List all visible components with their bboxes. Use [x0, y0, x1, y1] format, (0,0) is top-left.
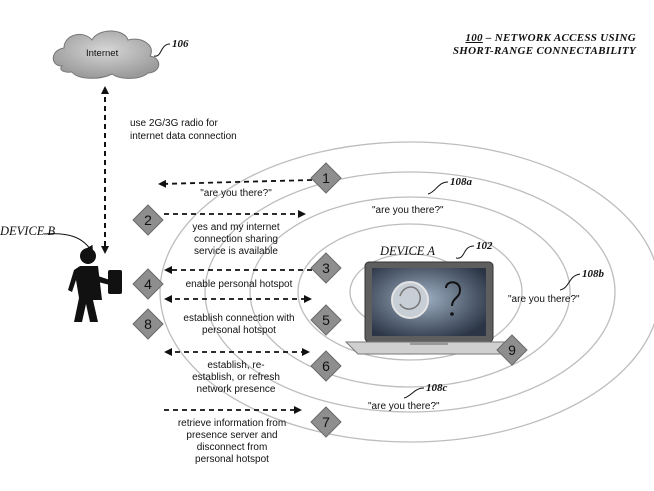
arrow-step-1: [158, 179, 313, 188]
leader-108c: [403, 387, 425, 399]
step-2-line-2: connection sharing: [194, 234, 278, 245]
internet-ref: 106: [172, 38, 189, 50]
step-diamond-shape-5: [310, 304, 342, 336]
range-ellipse-second: [249, 196, 571, 388]
step-7-line-1: retrieve information from: [177, 418, 287, 429]
range-c-text: "are you there?": [368, 401, 440, 412]
radio-link-line1: use 2G/3G radio for: [130, 118, 218, 129]
figure-title-line1: 100 – NETWORK ACCESS USING: [465, 32, 636, 44]
figure-title-line2: SHORT-RANGE CONNECTABILITY: [452, 45, 636, 57]
step-number-9: 9: [508, 342, 516, 358]
leader-108b: [559, 273, 581, 291]
internet-cloud: [52, 30, 160, 79]
step-2-line-1: yes and my internet: [192, 222, 280, 233]
step-diamond-shape-2: [132, 204, 164, 236]
device-b-person-icon: [68, 248, 122, 322]
step-diamond-shape-7: [310, 406, 342, 438]
step-6-line-2: establish, or refresh: [192, 372, 280, 383]
step-number-8: 8: [144, 316, 152, 332]
internet-label: Internet: [86, 48, 119, 59]
range-ellipse-inner: [297, 223, 523, 361]
step-number-2: 2: [144, 212, 152, 228]
step-5-text: establish connection with personal hotsp…: [164, 313, 314, 337]
step-number-6: 6: [322, 358, 330, 374]
leader-108a: [427, 181, 449, 195]
step-diamond-9: 9: [496, 334, 528, 366]
step-3-line-1: enable personal hotspot: [185, 279, 293, 290]
step-2-line-3: service is available: [194, 246, 278, 257]
step-diamond-8: 8: [132, 308, 164, 340]
step-diamond-shape-3: [310, 252, 342, 284]
step-2-text: yes and my internet connection sharing s…: [166, 222, 306, 258]
step-diamond-7: 7: [310, 406, 342, 438]
step-diamond-1: 1: [310, 162, 342, 194]
step-6-text: establish, re- establish, or refresh net…: [166, 360, 306, 396]
range-b-ref: 108b: [582, 268, 604, 280]
step-diamonds: 1 2 3 4 5 6 7 8 9: [132, 162, 528, 438]
figure-title-rest: – NETWORK ACCESS USING: [482, 32, 636, 44]
step-diamond-4: 4: [132, 268, 164, 300]
step-7-line-2: presence server and: [186, 430, 278, 441]
device-a-laptop-icon: [344, 261, 514, 355]
step-diamond-shape-9: [496, 334, 528, 366]
leader-102: [455, 245, 475, 259]
step-5-line-2: personal hotspot: [202, 325, 276, 336]
range-b-text: "are you there?": [508, 294, 580, 305]
device-a-label: DEVICE A: [380, 244, 435, 258]
leader-106: [153, 43, 171, 57]
step-diamond-6: 6: [310, 350, 342, 382]
step-number-4: 4: [144, 276, 152, 292]
device-a-ref: 102: [476, 240, 493, 252]
range-a-ref: 108a: [450, 176, 472, 188]
step-diamond-shape-8: [132, 308, 164, 340]
step-7-line-3: disconnect from: [196, 442, 268, 453]
step-diamond-5: 5: [310, 304, 342, 336]
step-6-line-3: network presence: [196, 384, 276, 395]
figure-number: 100: [465, 32, 483, 44]
range-ellipse-third: [204, 171, 616, 413]
step-5-line-1: establish connection with: [183, 313, 295, 324]
step-number-1: 1: [322, 170, 330, 186]
range-a-text: "are you there?": [372, 205, 444, 216]
radio-link-line2: internet data connection: [130, 131, 237, 142]
step-diamond-shape-4: [132, 268, 164, 300]
step-number-5: 5: [322, 312, 330, 328]
step-number-3: 3: [322, 260, 330, 276]
device-b-label: DEVICE B: [0, 224, 56, 238]
step-1-line-1: "are you there?": [200, 188, 272, 199]
step-diamond-2: 2: [132, 204, 164, 236]
step-3-text: enable personal hotspot: [168, 279, 310, 291]
message-arrows: [158, 179, 313, 414]
range-ellipse-outer: [159, 141, 654, 443]
step-diamond-shape-1: [310, 162, 342, 194]
range-c-ref: 108c: [426, 382, 448, 394]
step-number-7: 7: [322, 414, 330, 430]
step-6-line-1: establish, re-: [207, 360, 265, 371]
step-1-text: "are you there?": [176, 188, 296, 200]
step-diamond-shape-6: [310, 350, 342, 382]
step-7-text: retrieve information from presence serve…: [160, 418, 304, 466]
step-diamond-3: 3: [310, 252, 342, 284]
step-7-line-4: personal hotspot: [195, 454, 269, 465]
